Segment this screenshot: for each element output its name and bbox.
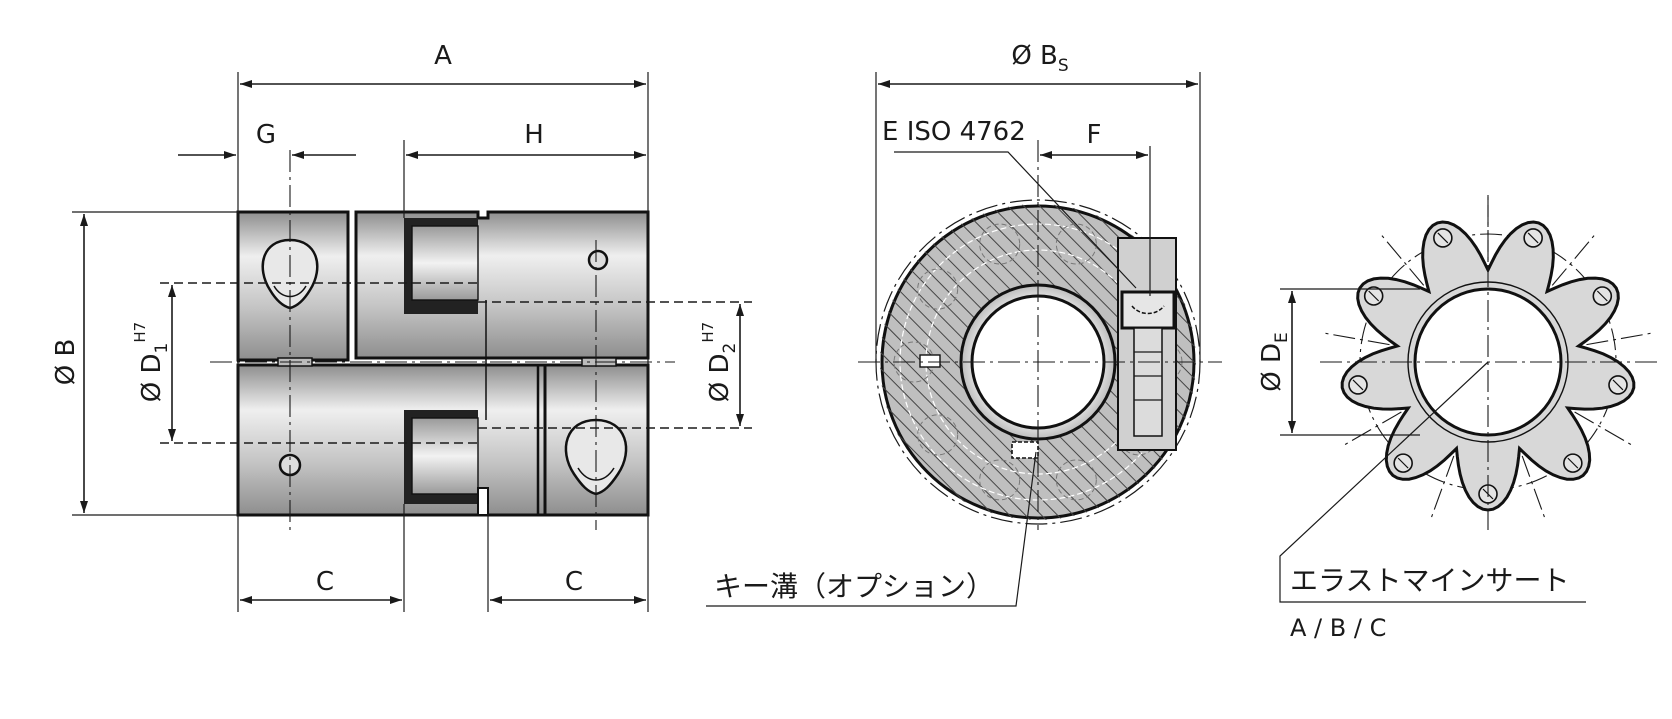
insert-mark-slash (1527, 232, 1539, 244)
hatch-line (880, 204, 1007, 520)
label-a: A (434, 41, 452, 71)
insert-mark-slash (1368, 290, 1380, 302)
insert-mark-slash (1567, 457, 1579, 469)
hatch-line (880, 204, 1023, 520)
insert-mark-slash (1397, 457, 1409, 469)
jaw-pocket-hidden (917, 268, 959, 310)
hatch-line (1029, 204, 1196, 520)
jaw-pocket-hidden (1055, 459, 1097, 501)
insert-radial-axis (1551, 232, 1597, 286)
insert-mark-slash (1352, 379, 1364, 391)
label-screw: E ISO 4762 (882, 117, 1026, 147)
label-d2: Ø D2H7 (699, 322, 740, 402)
jaw-pocket-hidden (1055, 223, 1097, 265)
insert-radial-axis (1574, 411, 1634, 447)
screw-head-hex (1131, 305, 1165, 315)
insert-mark-slash (1612, 379, 1624, 391)
end-view: Ø BS E ISO 4762 F キー溝（オプション） (706, 41, 1222, 607)
insert-radial-axes (1322, 194, 1654, 521)
insert-radial-axis (1342, 411, 1402, 447)
label-insert-grades: A / B / C (1290, 614, 1386, 642)
insert-radial-axis (1521, 455, 1546, 521)
label-b: Ø B (51, 339, 81, 386)
insert-view: Ø DE エラストマインサート A / B / C (1257, 194, 1660, 642)
insert-mark-slash (1437, 232, 1449, 244)
label-h: H (524, 120, 544, 150)
insert-radial-axis (1322, 332, 1390, 346)
jaw-pocket-hidden (917, 414, 959, 456)
label-bs: Ø BS (1011, 41, 1068, 76)
leader-screw (894, 151, 1137, 289)
insert-radial-axis (1430, 455, 1455, 521)
leader-keyway (706, 451, 1037, 607)
insert-mark-slash (1596, 290, 1608, 302)
hatch-line (880, 204, 1039, 520)
small-hole-upper (587, 249, 609, 271)
hatch-line (1045, 204, 1196, 520)
upper-jaw-face (411, 225, 479, 301)
label-f: F (1087, 120, 1102, 150)
keyway (1011, 441, 1039, 459)
hatch-line (880, 204, 1135, 520)
jaw-pocket-hidden (979, 223, 1021, 265)
label-d1: Ø D1H7 (131, 322, 172, 402)
left-hub-body (354, 210, 650, 360)
leader-insert (1279, 361, 1586, 603)
lower-jaw-face (411, 417, 479, 495)
hatch-line (880, 204, 1071, 520)
jaw-gap-lower (477, 487, 489, 516)
side-view: A G H C C Ø B Ø D1H7 Ø D2H7 (51, 41, 752, 612)
label-insert: エラストマインサート (1290, 564, 1569, 597)
keyway-left (919, 354, 941, 368)
label-g: G (256, 120, 276, 150)
hatch-line (880, 204, 1055, 520)
insert-radial-axis (1379, 232, 1425, 286)
label-keyway: キー溝（オプション） (714, 570, 994, 603)
label-c-right: C (565, 567, 583, 597)
jaw-pocket-hidden (979, 459, 1021, 501)
insert-radial-axis (1586, 332, 1654, 346)
screw-shank (1133, 327, 1163, 437)
insert-marks (1348, 228, 1628, 504)
screw-head (1120, 290, 1176, 330)
label-c-left: C (316, 567, 334, 597)
label-de: Ø DE (1257, 332, 1292, 392)
